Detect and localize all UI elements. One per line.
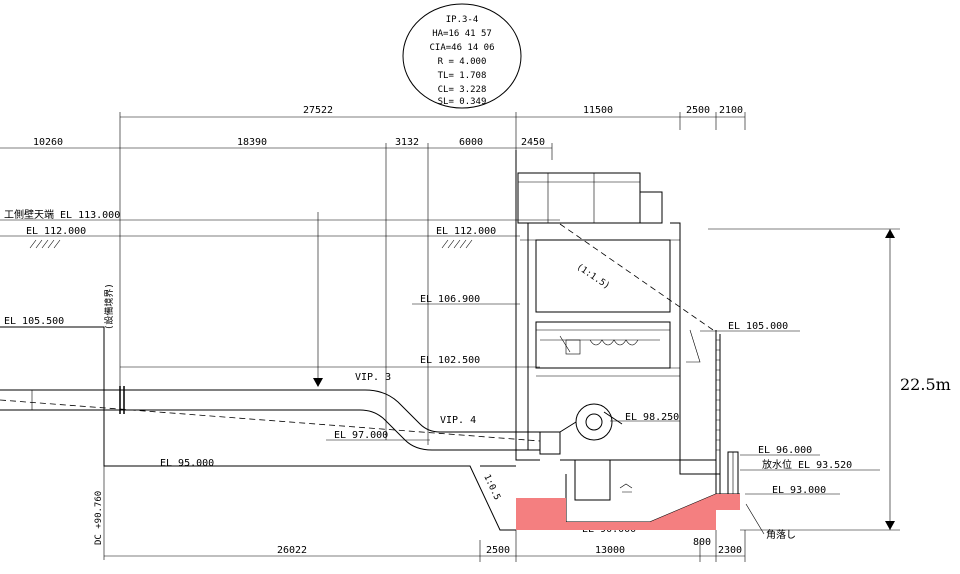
dim-2300: 2300	[718, 545, 742, 556]
dim-26022: 26022	[277, 545, 307, 556]
vip4-label: VIP. 4	[440, 415, 476, 426]
el-98-25: EL 98.250	[625, 412, 679, 423]
el-112-left: EL 112.000	[26, 226, 86, 237]
boundary-label: (設備境界)	[103, 283, 115, 330]
el-102-5: EL 102.500	[420, 355, 480, 366]
dim-10260: 10260	[33, 137, 63, 148]
curve-line-5: CL= 3.228	[438, 85, 487, 95]
top-dimensions: 27522 11500 2500 2100 10260 18390 3132 6…	[0, 105, 746, 445]
dim-27522: 27522	[303, 105, 333, 116]
el-105: EL 105.000	[728, 321, 788, 332]
height-label: 22.5m	[900, 375, 951, 394]
curve-line-2: CIA=46 14 06	[429, 43, 494, 53]
height-dimension: 22.5m	[708, 228, 951, 531]
curve-data-callout: IP.3-4 HA=16 41 57 CIA=46 14 06 R = 4.00…	[402, 3, 522, 109]
dim-2500-bottom: 2500	[486, 545, 510, 556]
dim-2450: 2450	[521, 137, 545, 148]
curve-line-3: R = 4.000	[438, 57, 487, 67]
el-96: EL 96.000	[758, 445, 812, 456]
el-113: 工側壁天端 EL 113.000	[4, 208, 120, 221]
slope-upper-label: (1:1.5)	[574, 262, 611, 292]
dim-800: 800	[693, 537, 711, 548]
dim-2500-top: 2500	[686, 105, 710, 116]
el-105-5: EL 105.500	[4, 316, 64, 327]
dim-11500: 11500	[583, 105, 613, 116]
dc-90-76: DC +90.760	[94, 491, 104, 545]
penstock: VIP. 3 VIP. 4	[0, 212, 541, 451]
curve-line-1: HA=16 41 57	[432, 29, 492, 39]
elevation-lines: 工側壁天端 EL 113.000 EL 112.000 EL 112.000 E…	[0, 208, 880, 545]
bottom-dimensions: 26022 2500 13000 800 2300	[104, 530, 746, 562]
dim-18390: 18390	[237, 137, 267, 148]
powerhouse: (1:1.5)	[515, 150, 740, 523]
tailwater-area	[516, 494, 740, 530]
channel-outline: (設備境界) 1:0.5	[0, 283, 516, 560]
el-97: EL 97.000	[334, 430, 388, 441]
el-106-9: EL 106.900	[420, 294, 480, 305]
el-112-right: EL 112.000	[436, 226, 496, 237]
curve-title: IP.3-4	[446, 15, 479, 25]
el-93-52: 放水位 EL 93.520	[762, 458, 852, 471]
dim-6000: 6000	[459, 137, 483, 148]
el-93: EL 93.000	[772, 485, 826, 496]
dim-2100: 2100	[719, 105, 743, 116]
curve-line-6: SL= 0.349	[438, 97, 487, 107]
vip3-label: VIP. 3	[355, 372, 391, 383]
dim-3132: 3132	[395, 137, 419, 148]
el-95: EL 95.000	[160, 458, 214, 469]
curve-line-4: TL= 1.708	[438, 71, 487, 81]
drop-label: 角落し	[766, 529, 796, 541]
dim-13000: 13000	[595, 545, 625, 556]
